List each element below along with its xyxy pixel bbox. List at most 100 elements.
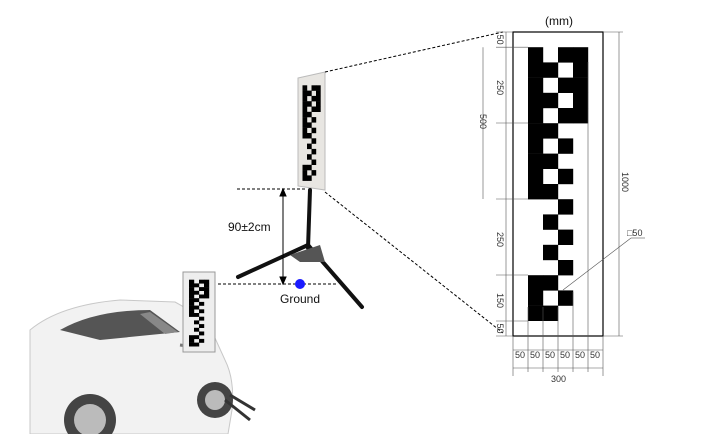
pattern-cell: [558, 229, 574, 245]
tripod-pattern-cell: [311, 95, 317, 102]
small-pattern-cell: [194, 313, 200, 317]
pattern-cell: [528, 108, 544, 124]
small-pattern-cell: [189, 290, 195, 295]
pattern-cell: [573, 62, 589, 78]
pattern-cell: [573, 108, 589, 124]
small-pattern-cell: [199, 309, 205, 314]
small-pattern-cell: [189, 283, 195, 288]
tripod-pattern-cell: [302, 164, 308, 171]
small-pattern-cell: [204, 279, 210, 284]
tripod-stand: [236, 188, 364, 309]
small-pattern-cell: [204, 294, 210, 299]
bottom-dimension-label: 50: [560, 350, 570, 360]
pattern-cell: [558, 199, 574, 215]
small-pattern-cell: [189, 287, 195, 291]
tripod-pattern-cell: [302, 133, 308, 139]
pattern-cell: [543, 305, 559, 321]
tripod-pattern-cell: [311, 85, 317, 91]
small-pattern-cell: [199, 287, 205, 291]
small-pattern-cell: [194, 305, 200, 310]
bottom-dimension-label: 50: [590, 350, 600, 360]
pattern-cell: [543, 214, 559, 230]
tripod-pattern-cell: [302, 127, 308, 134]
small-pattern-cell: [199, 324, 205, 328]
ground-label: Ground: [280, 292, 320, 306]
tripod-pattern-cell: [302, 111, 308, 118]
tripod-pattern-cell: [316, 90, 321, 97]
tripod-pattern-cell: [302, 175, 308, 181]
pattern-cell: [528, 305, 544, 321]
tripod-pattern-cell: [311, 148, 317, 155]
left-dimension-label: 250: [495, 232, 505, 247]
pattern-cell: [543, 184, 559, 200]
pattern-cell: [543, 62, 559, 78]
callout-leader: [562, 237, 632, 291]
tripod-pattern-cell: [316, 85, 321, 91]
small-pattern-cell: [194, 298, 200, 303]
tripod-pattern-cell: [307, 175, 312, 181]
bottom-dimension-label: 50: [515, 350, 525, 360]
tripod-pattern-cell: [307, 133, 312, 139]
tripod-pattern-cell: [311, 127, 317, 134]
pattern-cell: [558, 138, 574, 154]
small-pattern-cell: [189, 298, 195, 303]
pattern-cell: [558, 47, 574, 63]
small-pattern-cell: [204, 287, 210, 291]
guide-lines: [218, 31, 504, 334]
tripod-pattern-cell: [302, 122, 308, 128]
small-pattern-cell: [189, 294, 195, 299]
cell-size-callout: □50: [627, 228, 642, 238]
small-pattern-cell: [189, 279, 195, 284]
small-pattern-cell: [199, 316, 205, 321]
tripod-target-board: [297, 71, 326, 191]
tripod-pattern-cell: [316, 106, 321, 112]
tripod-pattern-cell: [302, 90, 308, 97]
pattern-cell: [543, 153, 559, 169]
small-pattern-cell: [204, 290, 210, 295]
pattern-cell: [528, 168, 544, 185]
unit-label: (mm): [545, 14, 573, 28]
pattern-cell: [543, 92, 559, 109]
pattern-cell: [528, 77, 544, 93]
small-pattern-cell: [189, 301, 195, 306]
pattern-cell: [573, 77, 589, 93]
pattern-cell: [528, 184, 544, 200]
small-pattern-cell: [194, 342, 200, 347]
height-arrow: [279, 187, 287, 286]
small-pattern-cell: [189, 338, 195, 343]
small-pattern-cell: [189, 309, 195, 314]
tripod-pattern-cell: [311, 159, 317, 165]
left-dimension-label: 150: [495, 293, 505, 308]
left-dimension-label: 50: [495, 35, 505, 45]
tripod-pattern-cell: [307, 164, 312, 171]
tripod-pattern-cell: [307, 101, 312, 107]
tripod-pattern-cell: [316, 95, 321, 102]
small-pattern-cell: [194, 327, 200, 332]
pattern-cell: [558, 77, 574, 93]
small-pattern-cell: [194, 283, 200, 288]
small-pattern-cell: [199, 301, 205, 306]
tripod-pattern-cell: [307, 90, 312, 97]
bottom-dimension-label: 50: [545, 350, 555, 360]
tripod-pattern-cell: [302, 106, 308, 112]
small-pattern-cell: [199, 338, 205, 343]
small-pattern-cell: [189, 342, 195, 347]
left-dimension-label: 50: [495, 324, 505, 334]
pattern-cell: [528, 62, 544, 78]
small-pattern-cell: [189, 313, 195, 317]
small-pattern-cell: [199, 331, 205, 336]
pattern-cell: [528, 138, 544, 154]
small-pattern-cell: [199, 279, 205, 284]
pattern-cell: [543, 244, 559, 261]
small-target-board: [182, 271, 216, 353]
tripod-pattern-cell: [307, 111, 312, 118]
pattern-cell: [543, 275, 559, 291]
pattern-cell: [528, 47, 544, 63]
small-pattern-cell: [199, 294, 205, 299]
pattern-cell: [558, 108, 574, 124]
small-pattern-cell: [189, 335, 195, 340]
bottom-dimension-label: 50: [530, 350, 540, 360]
pattern-cell: [558, 290, 574, 306]
